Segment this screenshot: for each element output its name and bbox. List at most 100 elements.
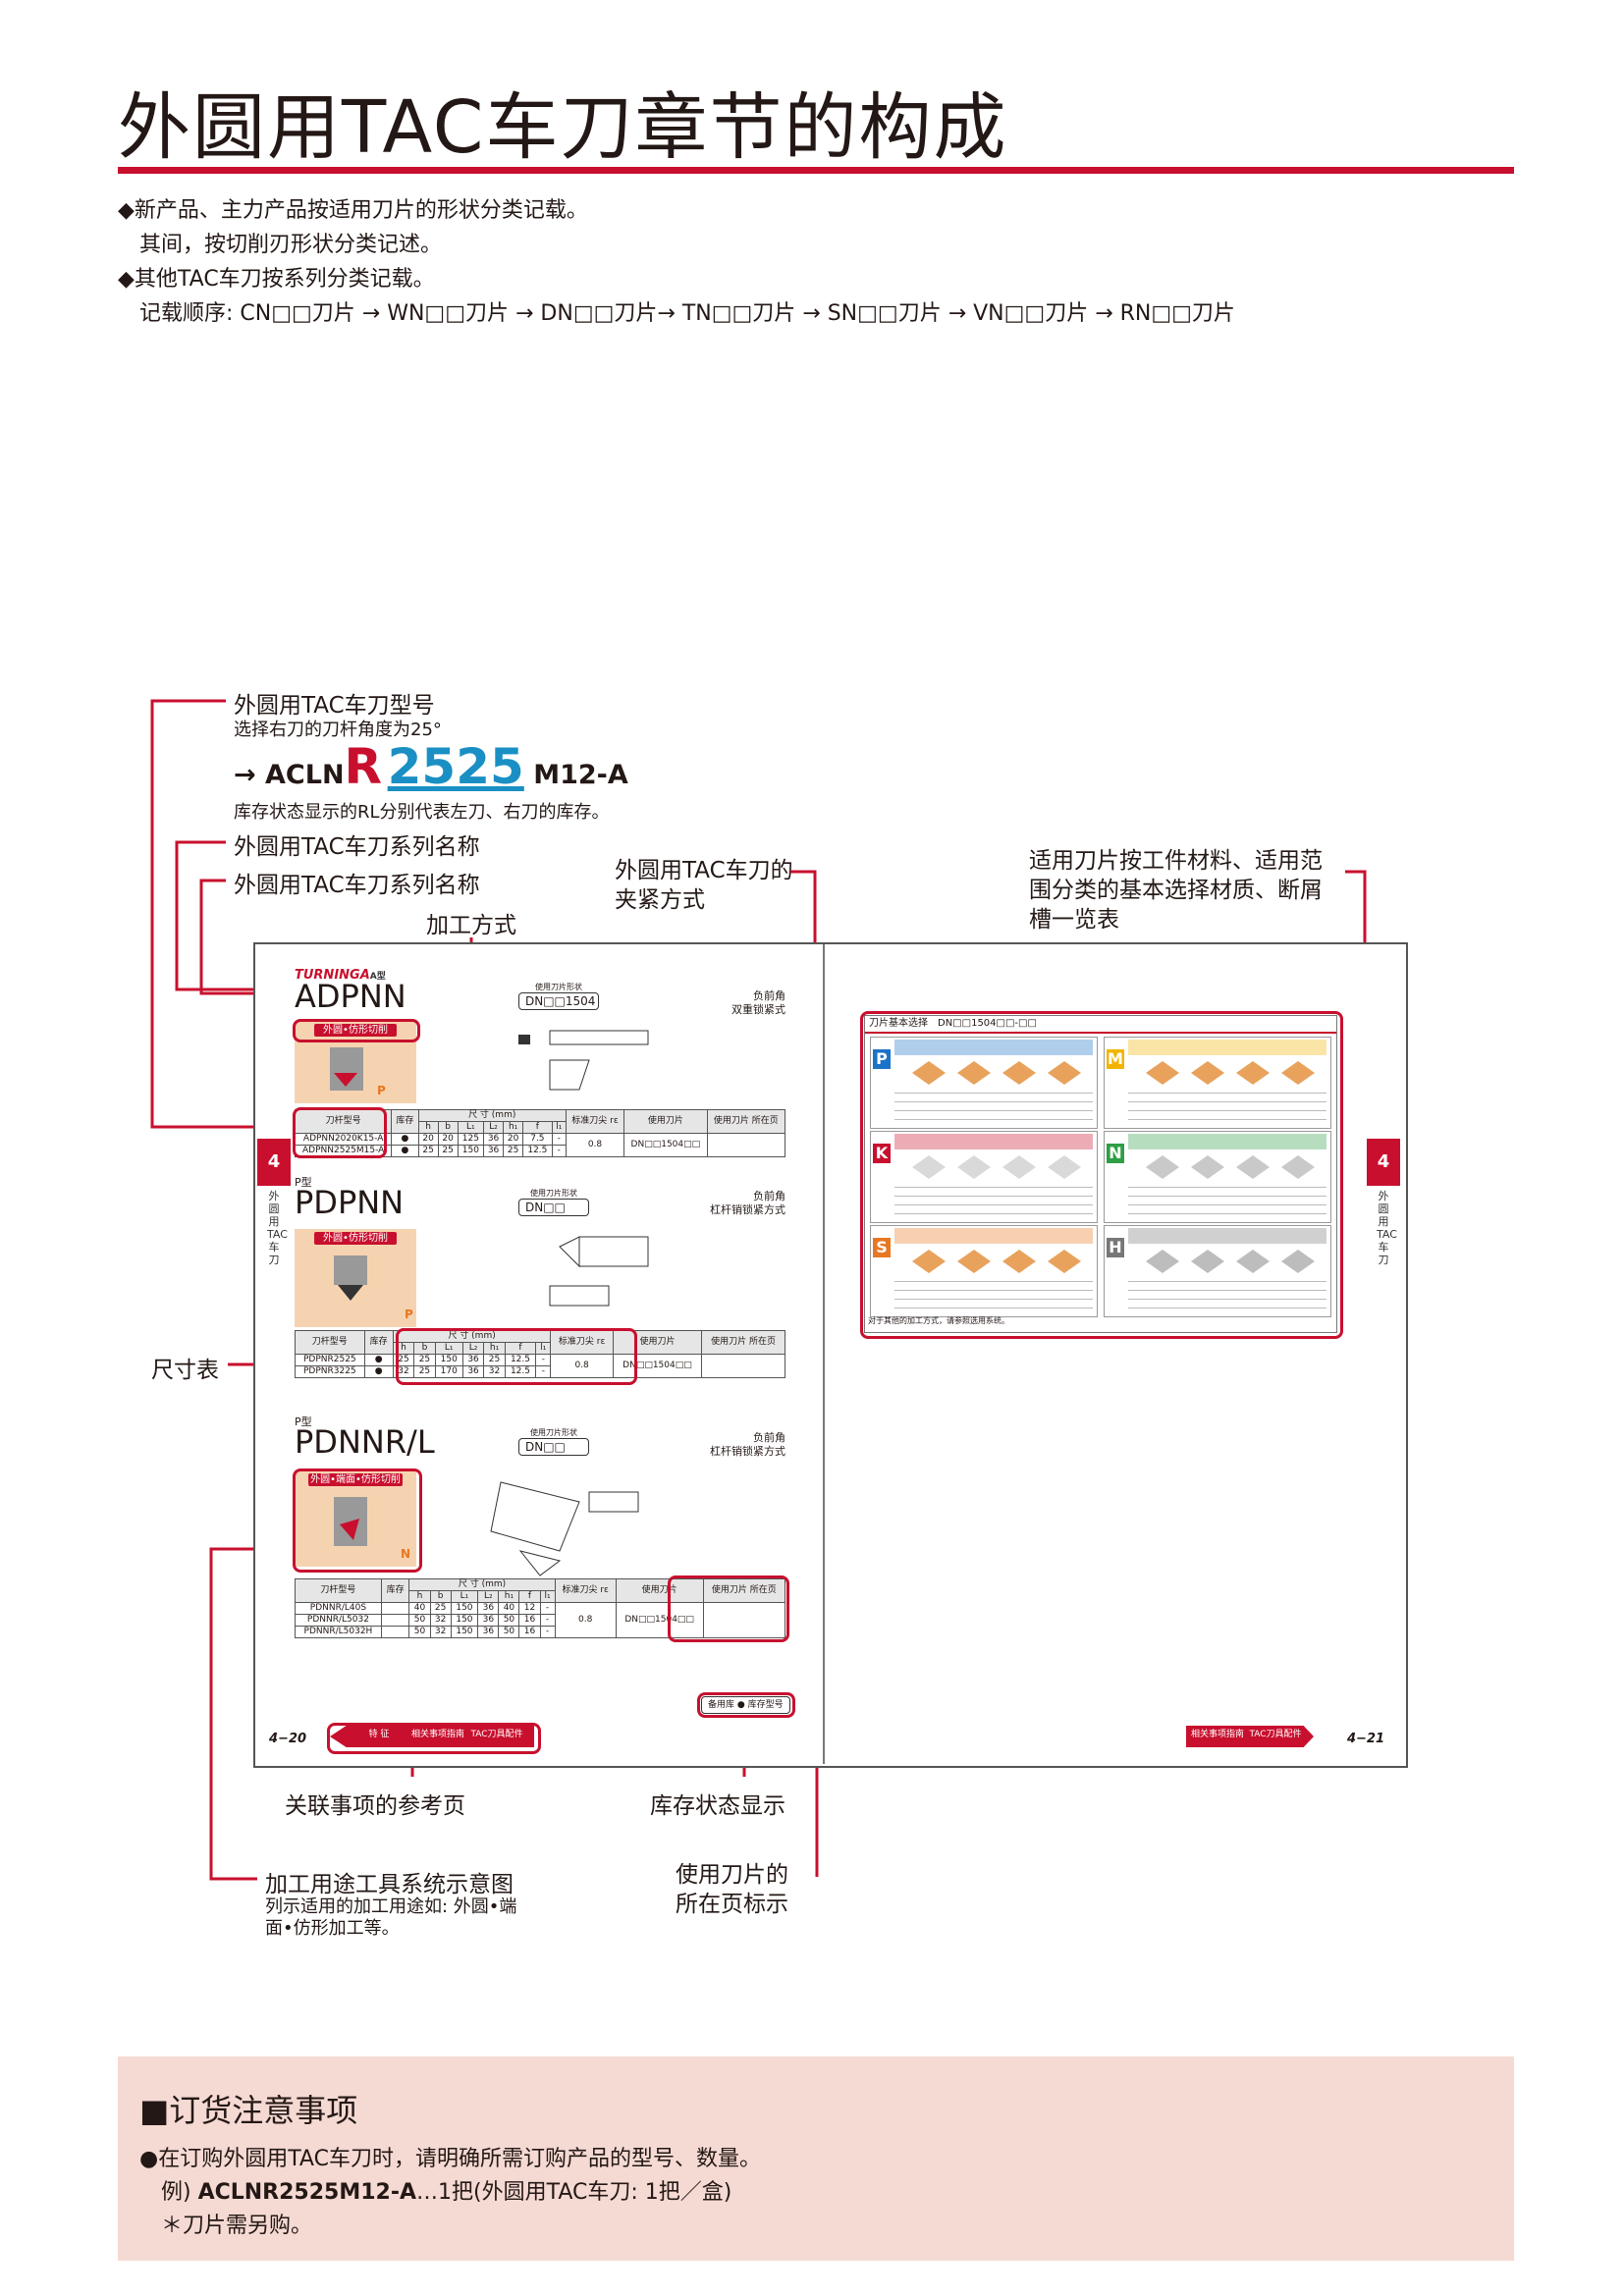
insert-shape-box-2: 使用刀片形状 DN□□: [518, 1188, 589, 1216]
condition-row: [1128, 1213, 1326, 1214]
svg-text:P: P: [405, 1308, 413, 1321]
callout-series-name-2: 外圆用TAC车刀系列名称: [234, 873, 480, 898]
material-header-band: [894, 1228, 1093, 1244]
callout-ref-page: 关联事项的参考页: [285, 1793, 465, 1819]
insert-chip-icon: [1146, 1061, 1179, 1085]
series-name-adpnn: ADPNN: [295, 978, 406, 1015]
insert-chip-icon: [1146, 1250, 1179, 1273]
material-panel: H: [1104, 1225, 1331, 1317]
condition-row: [1128, 1281, 1326, 1282]
condition-row: [894, 1093, 1093, 1094]
clamp-type-3: 负前角杠杆销锁紧方式: [710, 1431, 785, 1458]
apps-diagram-2: 外圆•仿形切削 P: [295, 1229, 416, 1327]
insert-chip-icon: [1236, 1250, 1270, 1273]
material-letter: H: [1107, 1238, 1124, 1257]
tool-drawing-3: [490, 1481, 639, 1576]
intro-line-1: ◆新产品、主力产品按适用刀片的形状分类记载。: [118, 198, 588, 223]
callout-model-sub: 选择右刀的刀杆角度为25°: [234, 720, 442, 740]
insert-chip-icon: [957, 1061, 991, 1085]
material-panel: S: [870, 1225, 1098, 1317]
title-rule: [118, 167, 1514, 174]
condition-row: [1128, 1204, 1326, 1205]
callout-machining: 加工方式: [426, 913, 516, 938]
condition-row: [894, 1299, 1093, 1300]
callout-tool-diagram-sub: 列示适用的加工用途如: 外圆•端 面•仿形加工等。: [265, 1896, 517, 1939]
nav-related-guide-right[interactable]: 相关事项指南: [1190, 1730, 1244, 1739]
condition-row: [894, 1204, 1093, 1205]
tool-drawing-1: [518, 1030, 649, 1091]
insert-selection-highlight: [860, 1011, 1343, 1339]
intro-line-2: 其间，按切削刃形状分类记述。: [118, 233, 443, 257]
nav-features[interactable]: 特 征: [368, 1730, 390, 1739]
svg-text:N: N: [401, 1547, 410, 1561]
intro-line-3: ◆其他TAC车刀按系列分类记载。: [118, 267, 435, 292]
order-line-1: ●在订购外圆用TAC车刀时，请明确所需订购产品的型号、数量。: [139, 2147, 761, 2171]
order-line-3: ＊刀片需另购。: [139, 2214, 313, 2238]
insert-chip-icon: [1281, 1155, 1315, 1179]
nav-accessories-right[interactable]: TAC刀具配件: [1249, 1730, 1302, 1739]
insert-chip-icon: [957, 1250, 991, 1273]
insert-chip-icon: [1191, 1155, 1224, 1179]
nav-accessories[interactable]: TAC刀具配件: [470, 1730, 523, 1739]
condition-row: [894, 1119, 1093, 1120]
insert-chip-icon: [1002, 1155, 1036, 1179]
insert-chip-icon: [1002, 1250, 1036, 1273]
callout-stock-note: 库存状态显示的RL分别代表左刀、右刀的库存。: [234, 802, 610, 823]
nav-related-guide[interactable]: 相关事项指南: [410, 1730, 464, 1739]
material-header-band: [894, 1040, 1093, 1055]
material-letter: S: [873, 1238, 891, 1257]
condition-row: [1128, 1196, 1326, 1197]
insert-chip-icon: [1048, 1250, 1081, 1273]
chapter-tab-right-text: 外圆用TAC车刀: [1377, 1190, 1397, 1266]
nav-strip-right: [1186, 1726, 1314, 1747]
material-header-band: [1128, 1134, 1326, 1149]
callout-tool-diagram: 加工用途工具系统示意图: [265, 1872, 514, 1897]
material-letter: K: [873, 1144, 891, 1163]
tool-drawing-2: [549, 1236, 649, 1307]
order-line-2: 例) ACLNR2525M12-A…1把(外圆用TAC车刀: 1把／盒): [139, 2180, 732, 2205]
chapter-tab-right: 4: [1367, 1139, 1400, 1186]
condition-row: [894, 1101, 1093, 1102]
code-size: 2525: [387, 738, 524, 795]
nav-strip-left: [330, 1726, 534, 1747]
condition-row: [1128, 1290, 1326, 1291]
brand-logo: TURNINGAA型: [295, 968, 386, 983]
insert-chip-icon: [957, 1155, 991, 1179]
condition-row: [1128, 1101, 1326, 1102]
clamp-type-2: 负前角杠杆销锁紧方式: [710, 1190, 785, 1216]
insert-chip-icon: [912, 1250, 946, 1273]
chapter-tab-left-text: 外圆用TAC车刀: [267, 1190, 288, 1266]
dimension-highlight: [396, 1328, 637, 1385]
page-number-right: 4−21: [1347, 1732, 1385, 1746]
series-type-2: P型: [295, 1176, 312, 1189]
material-panel: M: [1104, 1037, 1331, 1129]
insert-chip-icon: [1281, 1250, 1315, 1273]
callout-dimension-table: 尺寸表: [151, 1358, 219, 1383]
condition-row: [894, 1290, 1093, 1291]
code-prefix: → ACLN: [234, 760, 345, 790]
page-number-left: 4−20: [269, 1732, 307, 1746]
insert-chip-icon: [1281, 1061, 1315, 1085]
insert-chip-icon: [1236, 1155, 1270, 1179]
condition-row: [1128, 1187, 1326, 1188]
tool-diagram-highlight: [293, 1468, 422, 1573]
callout-insert-list: 适用刀片按工件材料、适用范 围分类的基本选择材质、断屑 槽一览表: [1029, 848, 1323, 933]
order-heading: ■订货注意事项: [139, 2092, 358, 2129]
chapter-tab-left: 4: [257, 1139, 291, 1186]
apps-diagram-1: 外圆•仿形切削 P: [295, 1021, 416, 1103]
insert-shape-box-1: 使用刀片形状 DN□□1504: [518, 982, 599, 1010]
material-letter: N: [1107, 1144, 1124, 1163]
insert-chip-icon: [1048, 1155, 1081, 1179]
callout-series-name-1: 外圆用TAC车刀系列名称: [234, 834, 480, 860]
intro-line-4: 记载顺序: CN□□刀片 → WN□□刀片 → DN□□刀片→ TN□□刀片 →…: [118, 301, 1235, 326]
condition-row: [894, 1187, 1093, 1188]
stock-highlight: [697, 1692, 795, 1718]
material-panel: K: [870, 1131, 1098, 1223]
condition-row: [1128, 1299, 1326, 1300]
